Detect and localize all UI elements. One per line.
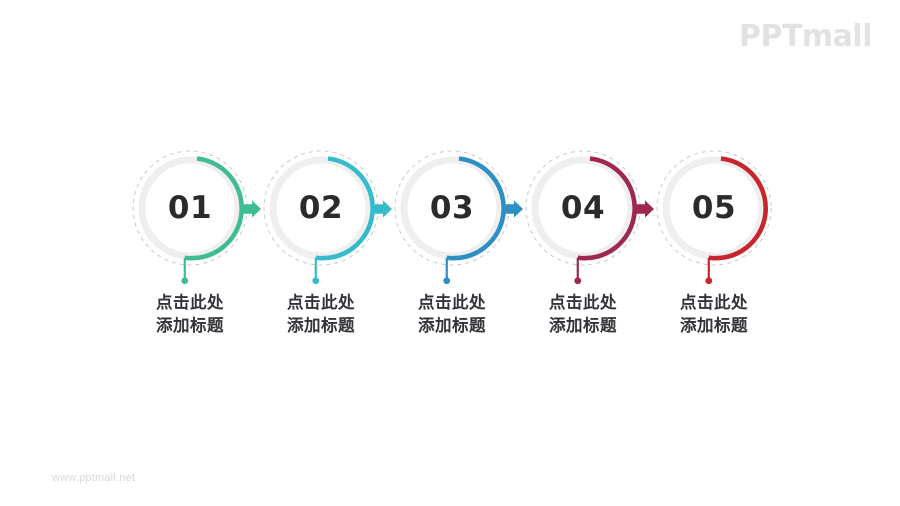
accent-arc — [708, 156, 768, 261]
step-number: 05 — [691, 190, 737, 226]
process-steps-diagram: 01 点击此处添加标题 02 点击此处添加标题 03 点击此处添加标题 04 点击此处添加标题… — [0, 148, 900, 368]
step-label-line1: 点击此处 — [287, 293, 355, 312]
step-label-line2: 添加标题 — [549, 315, 617, 335]
step-circle-05: 05 — [654, 148, 774, 285]
step-circle-03: 03 — [392, 148, 512, 285]
step-rings-01 — [132, 150, 248, 285]
arrow-connector-icon — [504, 200, 526, 218]
process-step-04[interactable]: 04 点击此处添加标题 — [517, 148, 654, 368]
step-label-line2: 添加标题 — [680, 315, 748, 335]
pptmall-logo: PPTmall — [738, 19, 873, 54]
step-number: 02 — [298, 190, 344, 226]
leader-dot — [181, 277, 189, 285]
arrow-glyph — [373, 200, 392, 218]
arrow-connector-icon — [373, 200, 395, 218]
step-label[interactable]: 点击此处添加标题 — [386, 292, 518, 338]
arrow-glyph — [504, 200, 523, 218]
accent-arc — [577, 156, 637, 261]
accent-arc — [184, 156, 244, 261]
process-step-03[interactable]: 03 点击此处添加标题 — [386, 148, 523, 368]
step-label-line2: 添加标题 — [418, 315, 486, 335]
leader-dot — [574, 277, 582, 285]
step-label[interactable]: 点击此处添加标题 — [648, 292, 780, 338]
process-step-05[interactable]: 05 点击此处添加标题 — [648, 148, 780, 368]
step-label-line1: 点击此处 — [680, 293, 748, 312]
arrow-glyph — [242, 200, 261, 218]
step-circle-01: 01 — [130, 148, 250, 285]
step-number: 01 — [167, 190, 213, 226]
step-number: 04 — [560, 190, 606, 226]
leader-dot — [443, 277, 451, 285]
leader-dot — [705, 277, 713, 285]
step-number: 03 — [429, 190, 475, 226]
process-step-01[interactable]: 01 点击此处添加标题 — [124, 148, 261, 368]
step-label-line1: 点击此处 — [418, 293, 486, 312]
step-rings-04 — [525, 150, 641, 285]
arrow-glyph — [635, 200, 654, 218]
arrow-connector-icon — [635, 200, 657, 218]
step-label-line2: 添加标题 — [156, 315, 224, 335]
footer-website-url: www.pptmall.net — [52, 472, 136, 484]
step-circle-04: 04 — [523, 148, 643, 285]
step-label-line2: 添加标题 — [287, 315, 355, 335]
leader-dot — [312, 277, 320, 285]
accent-arc — [446, 156, 506, 261]
dashed-outer-ring — [656, 150, 772, 266]
step-rings-05 — [656, 150, 772, 285]
step-circle-02: 02 — [261, 148, 381, 285]
arrow-connector-icon — [242, 200, 264, 218]
process-step-02[interactable]: 02 点击此处添加标题 — [255, 148, 392, 368]
step-label-line1: 点击此处 — [549, 293, 617, 312]
step-label[interactable]: 点击此处添加标题 — [124, 292, 256, 338]
step-label[interactable]: 点击此处添加标题 — [255, 292, 387, 338]
accent-arc — [315, 156, 375, 261]
step-rings-02 — [263, 150, 379, 285]
step-label[interactable]: 点击此处添加标题 — [517, 292, 649, 338]
step-rings-03 — [394, 150, 510, 285]
step-label-line1: 点击此处 — [156, 293, 224, 312]
